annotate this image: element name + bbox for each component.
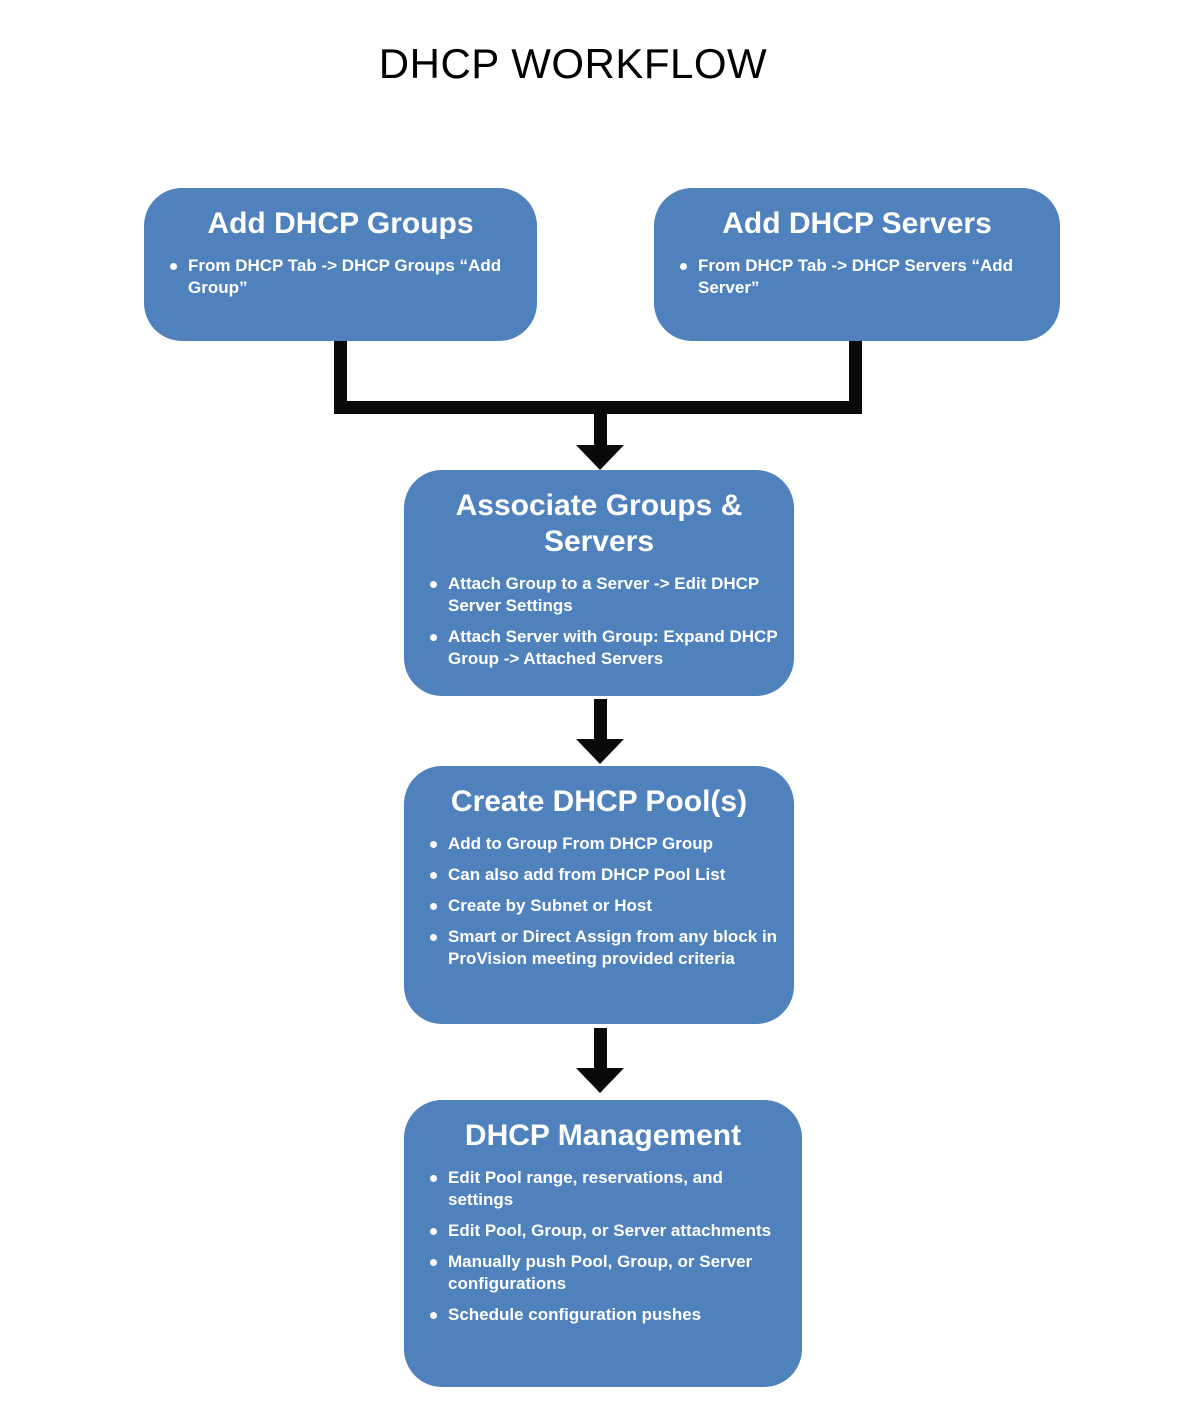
bullet-list: Edit Pool range, reservations, and setti… [404, 1167, 802, 1326]
bullet-dot-icon [430, 1312, 437, 1319]
flow-box-add-dhcp-groups: Add DHCP Groups From DHCP Tab -> DHCP Gr… [144, 188, 537, 341]
bullet-dot-icon [430, 934, 437, 941]
bullet-item: Attach Server with Group: Expand DHCP Gr… [430, 626, 780, 670]
bullet-text: Add to Group From DHCP Group [448, 834, 714, 853]
bullet-item: Edit Pool, Group, or Server attachments [430, 1220, 788, 1242]
bullet-text: Smart or Direct Assign from any block in… [448, 927, 778, 968]
box-heading: Add DHCP Servers [722, 207, 992, 240]
connector-horizontal-bar [334, 401, 862, 414]
flow-box-dhcp-management: DHCP Management Edit Pool range, reserva… [404, 1100, 802, 1387]
box-heading: Add DHCP Groups [207, 207, 474, 240]
bullet-item: Edit Pool range, reservations, and setti… [430, 1167, 788, 1211]
bullet-dot-icon [430, 903, 437, 910]
bullet-list: Attach Group to a Server -> Edit DHCP Se… [404, 573, 794, 670]
bullet-text: Attach Group to a Server -> Edit DHCP Se… [448, 574, 759, 615]
bullet-list: Add to Group From DHCP Group Can also ad… [404, 833, 794, 970]
arrow-down-icon [576, 445, 624, 470]
bullet-item: Can also add from DHCP Pool List [430, 864, 780, 886]
bullet-item: Attach Group to a Server -> Edit DHCP Se… [430, 573, 780, 617]
bullet-text: From DHCP Tab -> DHCP Servers “Add Serve… [698, 256, 1014, 297]
bullet-item: Schedule configuration pushes [430, 1304, 788, 1326]
bullet-dot-icon [430, 581, 437, 588]
arrow-down-icon [576, 739, 624, 764]
connector-pools-to-management-line [594, 1028, 607, 1070]
bullet-item: Manually push Pool, Group, or Server con… [430, 1251, 788, 1295]
bullet-text: Can also add from DHCP Pool List [448, 865, 726, 884]
bullet-dot-icon [430, 872, 437, 879]
bullet-dot-icon [170, 263, 177, 270]
box-heading: Associate Groups & Servers [455, 489, 743, 558]
connector-center-drop-line [594, 410, 607, 448]
bullet-dot-icon [430, 1228, 437, 1235]
bullet-item: Create by Subnet or Host [430, 895, 780, 917]
bullet-dot-icon [430, 841, 437, 848]
bullet-list: From DHCP Tab -> DHCP Groups “Add Group” [144, 255, 537, 299]
arrow-down-icon [576, 1068, 624, 1093]
bullet-item: From DHCP Tab -> DHCP Servers “Add Serve… [680, 255, 1046, 299]
bullet-text: From DHCP Tab -> DHCP Groups “Add Group” [188, 256, 502, 297]
page-title: DHCP WORKFLOW [378, 40, 768, 87]
bullet-text: Edit Pool, Group, or Server attachments [448, 1221, 772, 1240]
bullet-item: Smart or Direct Assign from any block in… [430, 926, 780, 970]
box-heading: Create DHCP Pool(s) [450, 785, 748, 818]
bullet-text: Edit Pool range, reservations, and setti… [448, 1168, 723, 1209]
connector-right-drop-line [849, 340, 862, 414]
bullet-text: Schedule configuration pushes [448, 1305, 702, 1324]
bullet-item: From DHCP Tab -> DHCP Groups “Add Group” [170, 255, 523, 299]
bullet-text: Manually push Pool, Group, or Server con… [448, 1252, 753, 1293]
flow-box-associate-groups-servers: Associate Groups & Servers Attach Group … [404, 470, 794, 696]
bullet-dot-icon [680, 263, 687, 270]
connector-associate-to-pools-line [594, 699, 607, 741]
bullet-dot-icon [430, 634, 437, 641]
flow-box-add-dhcp-servers: Add DHCP Servers From DHCP Tab -> DHCP S… [654, 188, 1060, 341]
bullet-dot-icon [430, 1175, 437, 1182]
bullet-text: Create by Subnet or Host [448, 896, 653, 915]
box-heading: DHCP Management [464, 1119, 742, 1152]
bullet-item: Add to Group From DHCP Group [430, 833, 780, 855]
bullet-dot-icon [430, 1259, 437, 1266]
connector-left-drop-line [334, 340, 347, 414]
flow-box-create-dhcp-pools: Create DHCP Pool(s) Add to Group From DH… [404, 766, 794, 1024]
bullet-list: From DHCP Tab -> DHCP Servers “Add Serve… [654, 255, 1060, 299]
bullet-text: Attach Server with Group: Expand DHCP Gr… [448, 627, 778, 668]
